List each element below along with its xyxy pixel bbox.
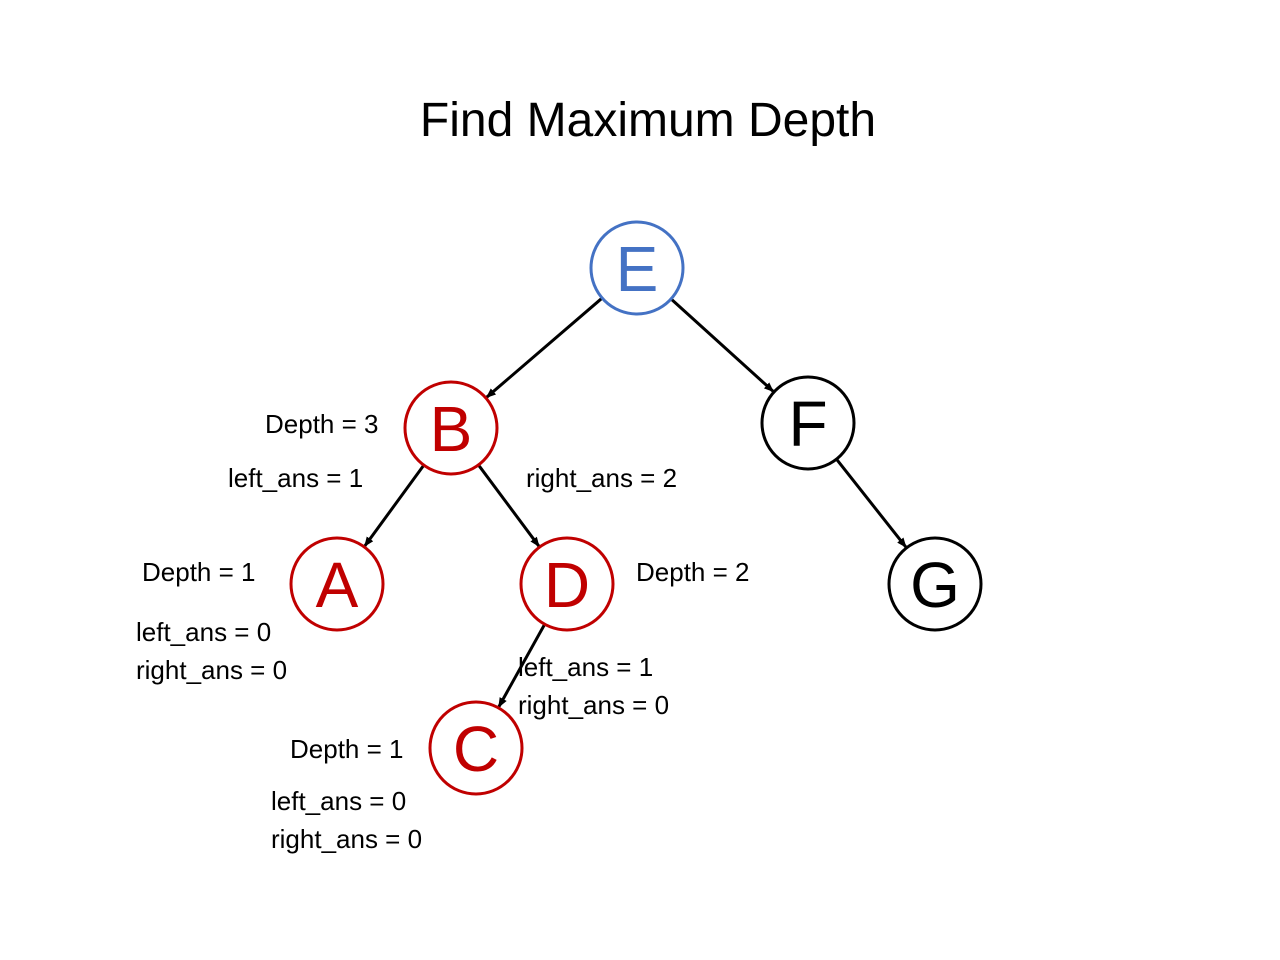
node-g-circle [887,536,983,632]
node-a-label: A [316,549,359,621]
c-right-ans-label: right_ans = 0 [271,824,422,854]
page-title: Find Maximum Depth [420,94,876,147]
node-f-circle [760,375,856,471]
node-b-circle [403,380,499,476]
edges [363,297,908,708]
node-a-circle [289,536,385,632]
node-b-label: B [430,393,473,465]
c-left-ans-label: left_ans = 0 [271,786,406,816]
nodes: E B F A D G C [289,220,983,796]
b-left-ans-label: left_ans = 1 [228,463,363,493]
node-d-label: D [544,549,590,621]
b-depth-label: Depth = 3 [265,409,378,439]
node-e-circle [589,220,685,316]
b-right-ans-label: right_ans = 2 [526,463,677,493]
node-c: C [428,700,524,796]
edge-d-c [497,624,546,708]
node-c-label: C [453,713,499,785]
node-c-circle [428,700,524,796]
node-g-label: G [910,549,960,621]
node-b: B [403,380,499,476]
edge-e-b [485,297,603,399]
annotations: Depth = 3 left_ans = 1 right_ans = 2 Dep… [136,409,749,854]
node-g: G [887,536,983,632]
node-e: E [589,220,685,316]
edge-b-a [363,465,425,547]
node-d-circle [519,536,615,632]
edge-f-g [835,458,908,549]
d-right-ans-label: right_ans = 0 [518,690,669,720]
node-f: F [760,375,856,471]
a-left-ans-label: left_ans = 0 [136,617,271,647]
node-e-label: E [616,233,659,305]
edge-b-d [477,464,541,548]
c-depth-label: Depth = 1 [290,734,403,764]
node-d: D [519,536,615,632]
node-f-label: F [788,388,827,460]
d-depth-label: Depth = 2 [636,557,749,587]
node-a: A [289,536,385,632]
a-depth-label: Depth = 1 [142,557,255,587]
edge-e-f [670,298,775,393]
d-left-ans-label: left_ans = 1 [518,652,653,682]
a-right-ans-label: right_ans = 0 [136,655,287,685]
